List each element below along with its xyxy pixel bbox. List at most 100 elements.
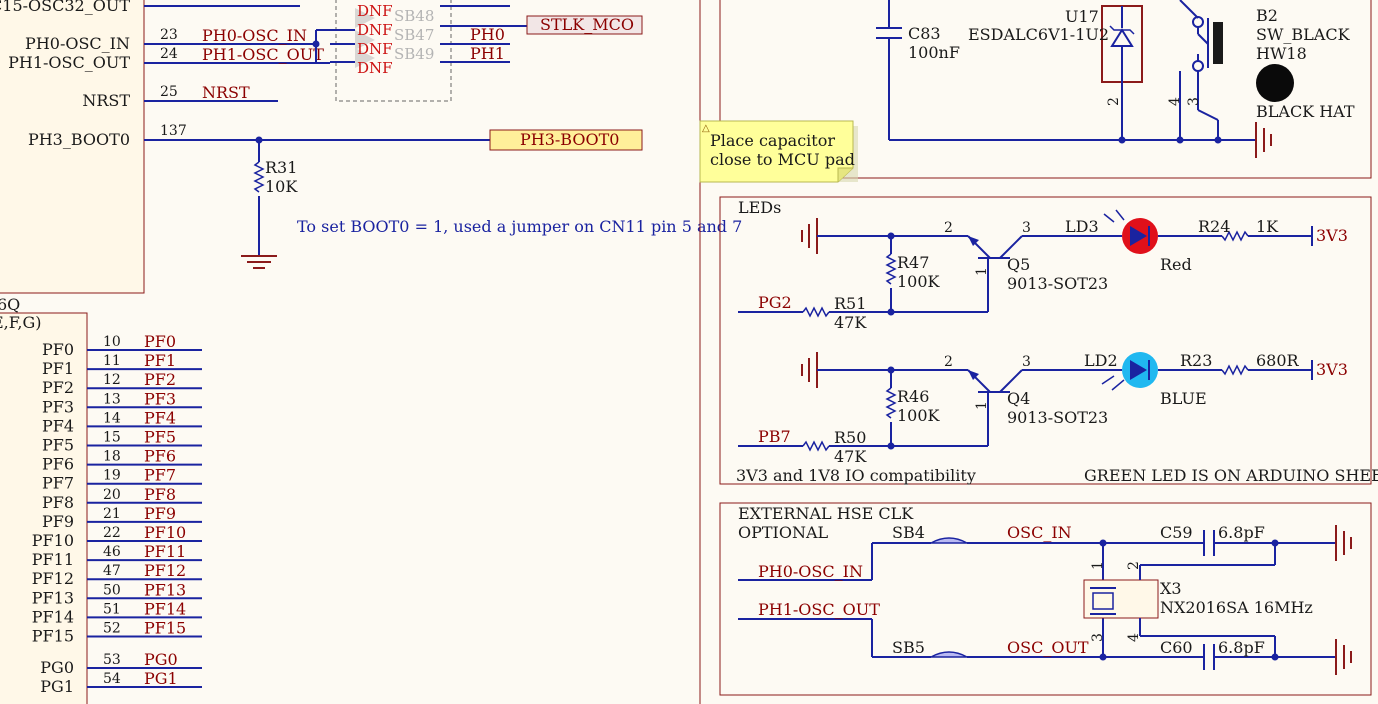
mcu-pin-name: PF12 bbox=[32, 569, 74, 588]
q5-pin1: 1 bbox=[974, 267, 990, 276]
c60-ref: C60 bbox=[1160, 638, 1193, 657]
net-osc-in: OSC_IN bbox=[1007, 523, 1072, 542]
ground-symbol bbox=[801, 218, 818, 254]
hse-title: EXTERNAL HSE CLK bbox=[738, 504, 914, 523]
r23-value: 680R bbox=[1256, 351, 1300, 370]
mcu-pin-name: PF1 bbox=[42, 359, 74, 378]
mcu-top-block: PC15-OSC32_OUTPH0-OSC_IN23PH0-OSC_INPH1-… bbox=[0, 0, 330, 294]
q5-pin3: 3 bbox=[1022, 220, 1031, 236]
mcu-pin-number: 54 bbox=[103, 671, 121, 687]
x3-pin1: 1 bbox=[1090, 561, 1106, 570]
boot0-circuit: R31 10K PH3-BOOT0 To set BOOT0 = 1, used… bbox=[241, 129, 742, 269]
mcu-pin-number: 24 bbox=[160, 46, 178, 62]
mcu-pin-number: 13 bbox=[103, 391, 121, 407]
x3-ref: X3 bbox=[1160, 579, 1182, 598]
net-label: PF14 bbox=[144, 599, 186, 618]
sb4-label: SB4 bbox=[892, 523, 925, 542]
r24-resistor bbox=[1221, 230, 1249, 242]
leds-frame: LEDs R47 100K PG2 R51 47K 2 3 bbox=[719, 196, 1378, 485]
mcu-pin-name: PG0 bbox=[40, 658, 74, 677]
r24-ref: R24 bbox=[1198, 217, 1230, 236]
net-pg2: PG2 bbox=[758, 293, 792, 312]
q4-pin2: 2 bbox=[944, 354, 953, 370]
sb-bridge-shape bbox=[355, 8, 375, 28]
sb4-bridge bbox=[928, 537, 970, 544]
net-label: PF2 bbox=[144, 370, 176, 389]
dnf-label: DNF bbox=[357, 40, 393, 58]
mcu-pin-name: PF2 bbox=[42, 378, 74, 397]
net-label: PF9 bbox=[144, 504, 176, 523]
net-label: PF3 bbox=[144, 389, 176, 408]
mcu-pin-number: 12 bbox=[103, 372, 121, 388]
mcu-pin-number: 20 bbox=[103, 487, 121, 503]
q4-part: 9013-SOT23 bbox=[1007, 408, 1108, 427]
mcu-pin-name: PF9 bbox=[42, 512, 74, 531]
r31-value: 10K bbox=[265, 177, 298, 196]
sw-value: HW18 bbox=[1256, 44, 1307, 63]
ph3-boot0-label: PH3-BOOT0 bbox=[520, 130, 619, 149]
sw-part: SW_BLACK bbox=[1256, 25, 1351, 44]
u17-pin2: 2 bbox=[1106, 97, 1122, 106]
r31-resistor bbox=[253, 161, 265, 193]
mcu-title: 6Q bbox=[0, 295, 20, 314]
sb47-label: SB47 bbox=[394, 26, 434, 44]
ph3-boot0-port[interactable] bbox=[489, 129, 643, 151]
mcu-pin-number: 19 bbox=[103, 468, 121, 484]
mcu-pin-number: 22 bbox=[103, 525, 121, 541]
v3v3-label: 3V3 bbox=[1316, 226, 1348, 245]
ld3-color: Red bbox=[1160, 255, 1192, 274]
capacitor-note[interactable]: △ Place capacitor close to MCU pad bbox=[699, 120, 858, 183]
junction-dot bbox=[312, 40, 320, 48]
mcu-pin-number: 52 bbox=[103, 621, 121, 637]
r50-resistor bbox=[802, 440, 830, 452]
black-hat-cap bbox=[1256, 64, 1294, 102]
mcu-pin-number: 14 bbox=[103, 410, 121, 426]
net-label: NRST bbox=[202, 83, 250, 102]
hse-frame-border bbox=[719, 502, 1372, 696]
r23-ref: R23 bbox=[1180, 351, 1212, 370]
note-line-2: close to MCU pad bbox=[710, 150, 855, 169]
mcu-pin-number: 10 bbox=[103, 334, 121, 350]
r47-ref: R47 bbox=[897, 253, 929, 272]
net-osc-out: OSC_OUT bbox=[1007, 638, 1089, 657]
net-label: PG1 bbox=[144, 669, 178, 688]
reset-switch bbox=[1192, 60, 1204, 72]
mcu-pin-name: PF14 bbox=[32, 607, 74, 626]
mcu-pin-number: 137 bbox=[160, 123, 187, 139]
r51-resistor bbox=[802, 306, 830, 318]
net-ph0-osc-in: PH0-OSC_IN bbox=[758, 562, 863, 581]
net-label: PF1 bbox=[144, 351, 176, 370]
c59-capacitor bbox=[1203, 530, 1215, 556]
sb5-label: SB5 bbox=[892, 638, 925, 657]
x3-pin2: 2 bbox=[1126, 561, 1142, 570]
stlk-mco-port[interactable] bbox=[526, 15, 643, 35]
net-label: PF15 bbox=[144, 619, 186, 638]
leds-title: LEDs bbox=[738, 198, 781, 217]
net-label: PF5 bbox=[144, 428, 176, 447]
sb49-label: SB49 bbox=[394, 45, 434, 63]
r47-value: 100K bbox=[897, 272, 941, 291]
net-ph1-osc-out: PH1-OSC_OUT bbox=[758, 600, 880, 619]
net-ph0: PH0 bbox=[470, 25, 505, 44]
c83-ref: C83 bbox=[908, 24, 941, 43]
net-label: PF10 bbox=[144, 523, 186, 542]
net-label: PF6 bbox=[144, 447, 176, 466]
mcu-pin-name: PF3 bbox=[42, 397, 74, 416]
net-label: PH1-OSC_OUT bbox=[202, 45, 324, 64]
mcu-pin-number: 53 bbox=[103, 652, 121, 668]
x3-part: NX2016SA 16MHz bbox=[1160, 598, 1313, 617]
mcu-pin-name: PF15 bbox=[32, 627, 74, 646]
c59-ref: C59 bbox=[1160, 523, 1193, 542]
mcu-body-top bbox=[0, 0, 145, 294]
solder-bridge-area: DNF SB48 DNF SB47 DNF SB49 DNF PH0 PH1 S… bbox=[312, 0, 643, 102]
r51-ref: R51 bbox=[834, 294, 866, 313]
sw-pin4: 4 bbox=[1167, 97, 1183, 106]
ld3-red-led bbox=[1100, 209, 1222, 254]
mcu-pin-number: 18 bbox=[103, 449, 121, 465]
sb48-label: SB48 bbox=[394, 7, 434, 25]
hse-subtitle: OPTIONAL bbox=[738, 523, 829, 542]
mcu-pin-number: 51 bbox=[103, 601, 121, 617]
leds-frame-border bbox=[719, 196, 1372, 485]
sw-ref: B2 bbox=[1256, 6, 1278, 25]
q4-pin1: 1 bbox=[974, 401, 990, 410]
